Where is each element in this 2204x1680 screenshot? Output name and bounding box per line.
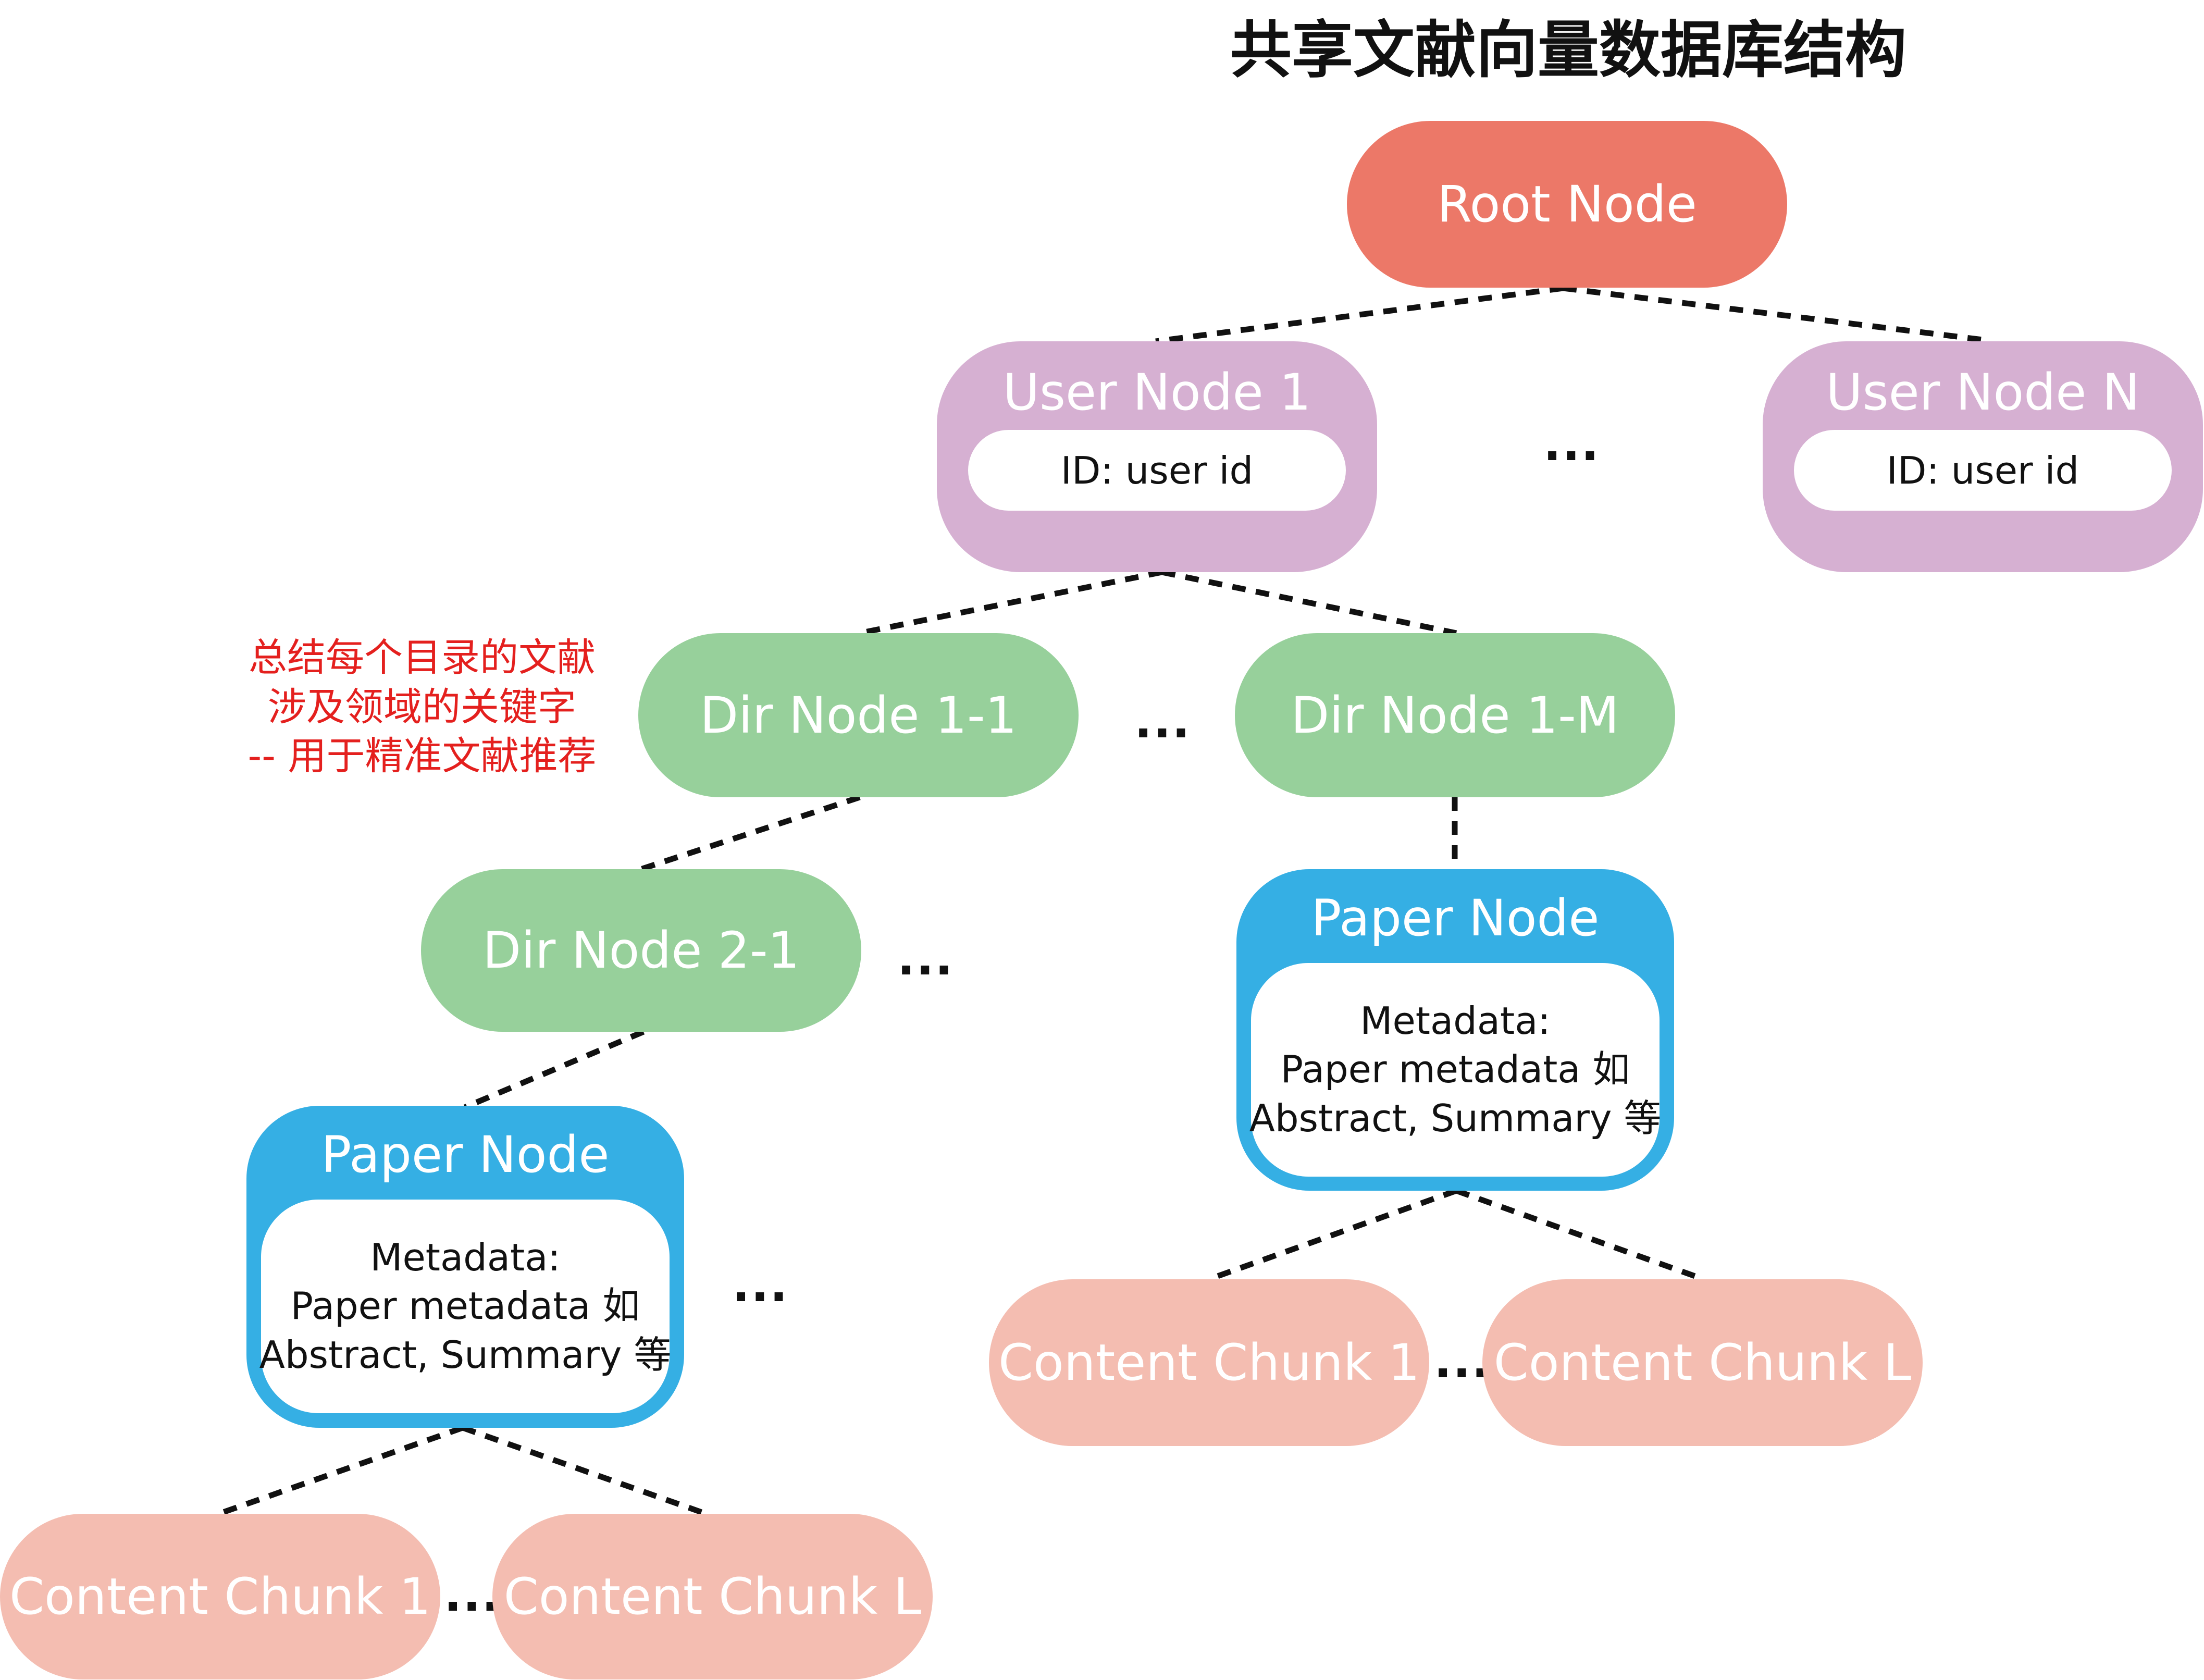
content-chunk-left-1: Content Chunk 1 [0,1514,440,1679]
edge-user1-dir1m [1161,569,1457,636]
edge-dir11-dir21 [640,794,861,872]
edge-root-user1 [1155,285,1564,344]
user-node-1-label: User Node 1 [1002,363,1311,422]
paper-node-right-meta-line: Metadata: [1360,998,1551,1043]
content-chunk-left-l: Content Chunk L [492,1514,933,1679]
ellipsis-chunks-left: ... [444,1567,501,1622]
content-chunk-right-l-label: Content Chunk L [1493,1333,1912,1392]
ellipsis-users: ... [1543,417,1600,472]
dir-node-2-1: Dir Node 2-1 [421,869,861,1032]
annotation-line: -- 用于精准文献推荐 [247,734,597,779]
user-node-n-id-text: ID: user id [1886,448,2079,492]
user-node-1-id-field: ID: user id [968,430,1346,511]
edge-dir21-paper-left [463,1029,645,1110]
paper-node-left-meta-line: Metadata: [370,1235,561,1279]
user-node-n-label: User Node N [1826,363,2140,422]
content-chunk-right-1-label: Content Chunk 1 [998,1333,1420,1392]
edge-paper-right-chunk1 [1208,1188,1457,1282]
content-chunk-left-l-label: Content Chunk L [503,1567,922,1626]
dir-node-1-1: Dir Node 1-1 [638,633,1079,797]
annotation-line: 涉及领域的关键字 [268,684,576,730]
root-node: Root Node [1347,121,1787,288]
dir-node-1-1-label: Dir Node 1-1 [700,686,1017,745]
paper-node-right-meta-line: Abstract, Summary 等 [1249,1096,1662,1140]
content-chunk-left-1-label: Content Chunk 1 [9,1567,431,1626]
content-chunk-right-l: Content Chunk L [1482,1279,1923,1446]
edge-root-usern [1563,285,1983,343]
paper-node-right: Paper Node Metadata: Paper metadata 如 Ab… [1236,869,1674,1191]
user-node-1-id-text: ID: user id [1060,448,1254,492]
dir-node-1-m: Dir Node 1-M [1235,633,1675,797]
ellipsis-papers: ... [732,1258,789,1313]
paper-node-right-metadata-box: Metadata: Paper metadata 如 Abstract, Sum… [1249,963,1662,1177]
paper-node-left-meta-line: Abstract, Summary 等 [259,1332,672,1377]
paper-node-left: Paper Node Metadata: Paper metadata 如 Ab… [246,1106,684,1428]
ellipsis-dirs-level1: ... [1134,694,1191,749]
content-chunk-right-1: Content Chunk 1 [989,1279,1429,1446]
paper-node-left-label: Paper Node [321,1126,610,1184]
edge-paper-left-chunkl [462,1425,707,1517]
paper-node-right-meta-line: Paper metadata 如 [1280,1047,1630,1092]
paper-node-left-meta-line: Paper metadata 如 [290,1284,640,1328]
dir-node-1-m-label: Dir Node 1-M [1291,686,1619,745]
diagram-title: 共享文献向量数据库结构 [1230,14,1906,86]
dir-node-2-1-label: Dir Node 2-1 [482,921,800,980]
ellipsis-chunks-right: ... [1434,1334,1491,1389]
annotation-line: 总结每个目录的文献 [249,635,596,680]
dir-keyword-annotation: 总结每个目录的文献 涉及领域的关键字 -- 用于精准文献推荐 [208,633,636,781]
edge-user1-dir11 [859,569,1163,636]
user-node-n: User Node N ID: user id [1763,341,2203,572]
user-node-n-id-field: ID: user id [1794,430,2172,511]
paper-node-right-label: Paper Node [1311,889,1600,947]
user-node-1: User Node 1 ID: user id [937,341,1377,572]
ellipsis-dirs-level2: ... [897,931,954,986]
paper-node-left-metadata-box: Metadata: Paper metadata 如 Abstract, Sum… [259,1200,672,1413]
edge-paper-left-chunk1 [218,1425,464,1517]
root-node-label: Root Node [1437,175,1697,233]
edge-paper-right-chunkl [1455,1188,1705,1282]
